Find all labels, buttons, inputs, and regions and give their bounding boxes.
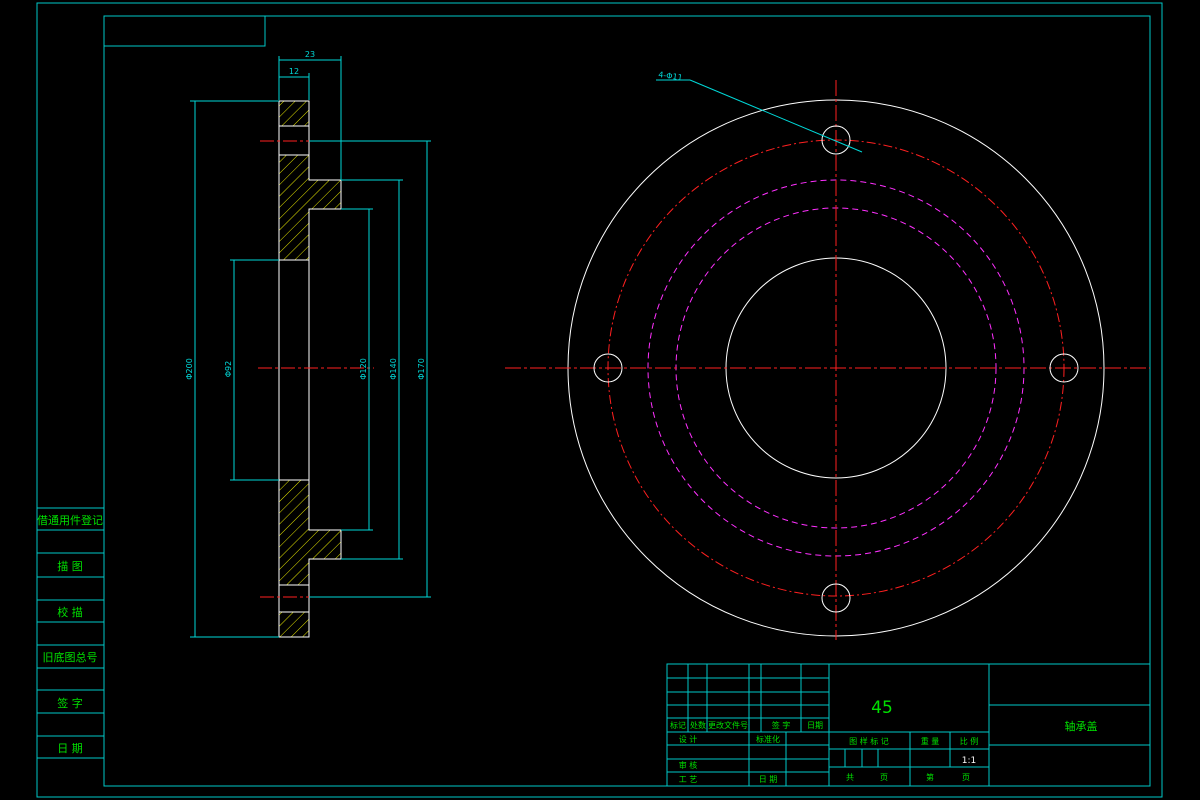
holes-note: 4-Φ11: [658, 70, 683, 82]
label-sheet: 第: [926, 772, 934, 782]
section-dimensions: [190, 56, 431, 638]
label-date: 日 期: [759, 775, 778, 784]
scale-value: 1:1: [962, 756, 976, 766]
label-page2: 页: [962, 773, 970, 782]
side-registration-table: [37, 507, 104, 759]
side-row-date: 日 期: [57, 742, 83, 755]
label-stage-mark: 图 样 标 记: [849, 736, 889, 746]
bolt-hole-bottom: [821, 583, 851, 613]
label-review: 审 核: [679, 760, 698, 770]
bolt-hole-left: [593, 353, 623, 383]
outer-frame: [36, 2, 1163, 798]
dim-12: 12: [289, 67, 299, 76]
dim-phi140: Φ140: [389, 358, 398, 380]
hole-leader: [656, 79, 863, 153]
inner-frame: [103, 15, 1151, 787]
rev-col-mark: 标记: [670, 720, 686, 730]
label-scale: 比 例: [960, 736, 979, 746]
side-row-trace: 描 图: [57, 559, 83, 573]
section-view: 23 12 Φ200 Φ92 Φ120 Φ140 Φ170: [185, 50, 431, 638]
dim-23: 23: [305, 50, 315, 59]
material-value: 45: [871, 698, 893, 718]
section-hatch: [278, 100, 342, 638]
rev-col-sign: 签 字: [772, 720, 791, 730]
corner-code-box: [103, 15, 266, 47]
side-row-old-number: 旧底图总号: [43, 650, 98, 664]
rev-col-count: 处数: [690, 720, 706, 730]
part-name: 轴承盖: [1065, 719, 1098, 733]
rev-col-docno: 更改文件号: [708, 720, 748, 730]
label-total: 共: [846, 773, 854, 782]
bolt-hole-top: [821, 125, 851, 155]
label-standardize: 标准化: [756, 734, 780, 744]
dim-phi200: Φ200: [185, 358, 194, 380]
label-process: 工 艺: [679, 775, 698, 784]
bolt-hole-right: [1049, 353, 1079, 383]
title-block: [666, 663, 1151, 787]
side-row-signature: 签 字: [57, 696, 83, 710]
side-row-check: 校 描: [57, 605, 83, 619]
front-view: 4-Φ11: [505, 70, 1150, 640]
label-weight: 重 量: [921, 736, 940, 746]
label-page: 页: [880, 773, 888, 782]
dim-phi92: Φ92: [224, 361, 233, 377]
label-design: 设 计: [679, 734, 698, 744]
side-row-register: 借通用件登记: [37, 513, 103, 527]
dim-phi120: Φ120: [359, 358, 368, 380]
dim-phi170: Φ170: [417, 358, 426, 380]
section-outline: [278, 100, 342, 638]
rev-col-date: 日期: [807, 721, 823, 730]
